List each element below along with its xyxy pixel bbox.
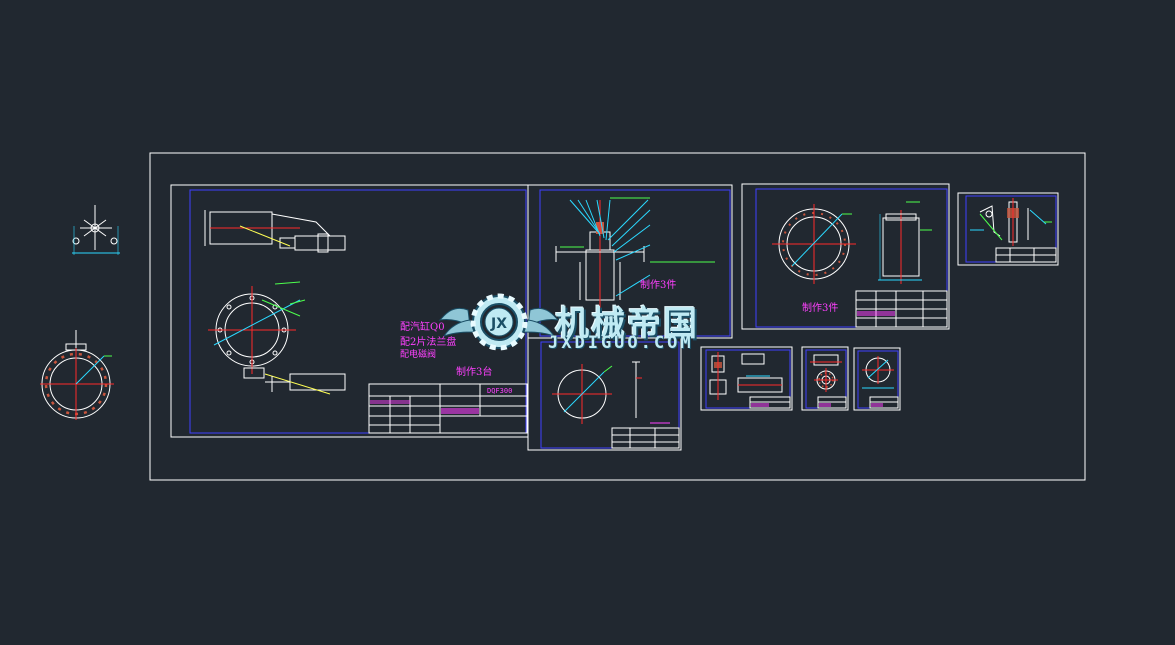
assembly-title-block <box>368 383 528 434</box>
assembly-qty-label: 制作3台 <box>456 367 493 378</box>
assembly-title-code: DQF300 <box>487 387 513 395</box>
flange-part-view <box>772 201 932 284</box>
watermark-cn-text: 机械帝国 <box>555 304 699 344</box>
sheet-flange-part[interactable] <box>741 183 950 330</box>
sheet-small-2[interactable] <box>801 346 849 411</box>
sheet-assembly[interactable] <box>170 184 529 438</box>
drawing-outer-frame <box>149 152 1086 481</box>
flange-qty-label: 制作3件 <box>802 303 839 314</box>
assembly-note-flange: 配2片法兰盘 <box>400 337 457 348</box>
flange-ring-detail <box>40 330 114 420</box>
valve-side-view <box>204 210 346 253</box>
sheet-small-3[interactable] <box>853 347 901 411</box>
sheet-small-1[interactable] <box>700 346 793 411</box>
section-qty-label: 制作3件 <box>640 280 677 291</box>
valve-front-view <box>208 281 346 395</box>
watermark-url-text: JXDIGUO.COM <box>548 333 694 353</box>
handle-wheel-detail <box>72 205 120 255</box>
svg-text:JX: JX <box>490 316 507 332</box>
assembly-note-solenoid: 配电磁阀 <box>400 350 437 360</box>
disc-view <box>552 361 642 424</box>
sheet-bracket[interactable] <box>957 192 1059 266</box>
flange-title-block <box>855 290 948 328</box>
disc-title-block <box>611 422 680 449</box>
sheet-disc[interactable] <box>527 337 682 451</box>
bracket-view <box>970 198 1052 246</box>
gear-wings-logo: JX <box>438 293 560 351</box>
bracket-title-block <box>995 247 1057 263</box>
shaft-section-view <box>555 197 715 310</box>
assembly-note-cylinder: 配汽缸Q0 <box>400 322 445 333</box>
